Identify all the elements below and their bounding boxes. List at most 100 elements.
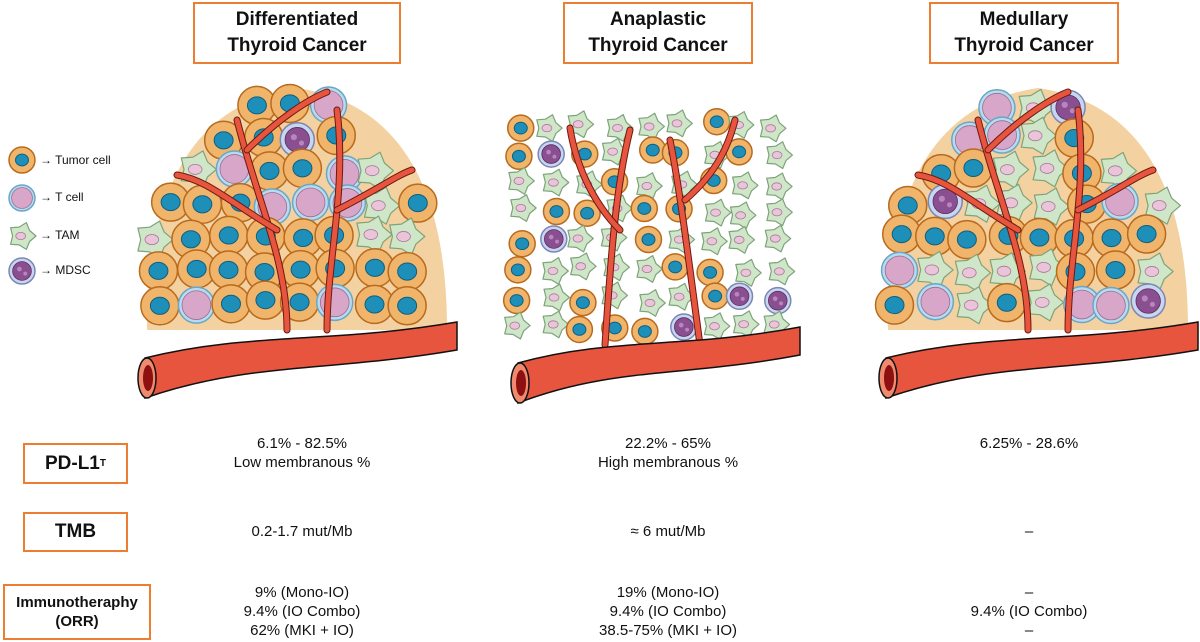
vessel-branch — [174, 172, 280, 233]
tam-cell — [668, 282, 696, 311]
pdl1-dtc-range: 6.1% - 82.5% — [256, 435, 348, 452]
vessel-branch — [1075, 167, 1156, 213]
immuno-mtc-combo: 9.4% (IO Combo) — [970, 603, 1088, 620]
mdsc-cell — [1130, 283, 1166, 319]
immuno-label-line2: (ORR) — [55, 613, 99, 630]
title-anaplastic: Anaplastic Thyroid Cancer — [563, 2, 753, 64]
t-cell — [177, 286, 216, 324]
tam-cell — [732, 310, 760, 339]
blood-vessel — [510, 326, 801, 405]
immuno-dtc-combo: 9.4% (IO Combo) — [243, 603, 361, 620]
title-atc-line1: Anaplastic — [609, 9, 707, 30]
immuno-atc-mki: 38.5-75% (MKI + IO) — [599, 622, 737, 639]
tam-cell — [543, 283, 571, 312]
tumor-cell — [208, 250, 249, 290]
tumor-cell — [987, 282, 1027, 323]
tam-cell — [636, 172, 663, 200]
tumor-cell — [661, 253, 689, 281]
pdl1-atc-note: High membranous % — [597, 454, 739, 471]
pdl1-mtc-range: 6.25% - 28.6% — [979, 435, 1079, 452]
vessel-branch — [244, 89, 330, 153]
tumor-cell — [953, 148, 994, 188]
tam-cell — [704, 198, 732, 227]
tmb-mtc: – — [879, 522, 1179, 541]
tumor-cell — [1095, 250, 1136, 290]
tam-cell — [510, 194, 537, 222]
tmb-atc: ≈ 6 mut/Mb — [518, 522, 818, 541]
immuno-dtc-mki: 62% (MKI + IO) — [250, 622, 354, 639]
legend-label-mdsc: → MDSC — [40, 263, 91, 277]
tmb-mtc-value: – — [1024, 523, 1034, 540]
tam-cell — [701, 227, 728, 256]
immuno-dtc-mono: 9% (Mono-IO) — [254, 584, 350, 601]
tumor-cell — [631, 317, 659, 346]
tumor-cell — [245, 280, 286, 320]
tumor-cell — [630, 194, 659, 223]
tam-cell — [735, 258, 762, 287]
mdsc-cell — [8, 257, 36, 285]
vessel-branch — [567, 125, 623, 233]
tam-cell — [606, 113, 634, 142]
tam-cell — [1029, 248, 1066, 287]
pdl1-atc-range: 22.2% - 65% — [625, 435, 711, 452]
tumor-cell — [211, 284, 251, 324]
tam-cell — [768, 257, 796, 286]
pdl1-dtc: 6.1% - 82.5% Low membranous % — [152, 434, 452, 472]
title-differentiated: Differentiated Thyroid Cancer — [193, 2, 401, 64]
tam-cell — [729, 201, 757, 230]
t-cell — [8, 184, 36, 212]
tam-cell — [10, 222, 37, 250]
tumor-cell — [638, 136, 667, 164]
tam-cell — [1020, 116, 1058, 155]
tumor-cell — [209, 215, 249, 256]
mdsc-cell — [279, 121, 316, 158]
tam-cell — [956, 286, 994, 325]
title-mtc-line1: Medullary — [979, 9, 1069, 30]
tam-cell — [542, 310, 570, 339]
tumor-cell — [138, 251, 179, 291]
immuno-atc-mono: 19% (Mono-IO) — [616, 584, 720, 601]
tumor-cell — [542, 197, 571, 226]
title-dtc-line1: Differentiated — [235, 9, 359, 30]
tam-cell — [389, 217, 426, 256]
tam-cell — [638, 112, 666, 141]
t-cell — [916, 282, 955, 321]
tumor-cell — [696, 258, 724, 287]
tam-cell — [731, 171, 759, 200]
title-dtc-line2: Thyroid Cancer — [227, 35, 367, 56]
tumor-cell — [279, 282, 320, 322]
tmb-atc-value: ≈ 6 mut/Mb — [630, 523, 706, 540]
tam-cell — [536, 114, 563, 142]
tumor-cell — [140, 286, 180, 326]
mdsc-cell — [670, 313, 698, 341]
t-cell — [325, 155, 364, 193]
tam-cell — [567, 224, 594, 253]
atc-tumor-illustration — [502, 107, 801, 405]
vessel-branch — [682, 117, 738, 203]
t-cell — [315, 283, 354, 322]
tumor-cell — [502, 286, 531, 315]
tumor-cell — [398, 183, 438, 223]
tam-cell — [704, 140, 731, 169]
tam-cell — [1032, 149, 1069, 188]
legend-label-tam: → TAM — [40, 228, 80, 242]
immuno-dtc: 9% (Mono-IO) 9.4% (IO Combo) 62% (MKI + … — [152, 583, 452, 640]
tam-cell — [542, 257, 569, 285]
tumor-cell — [504, 256, 532, 284]
tam-cell — [766, 198, 793, 227]
title-atc-line2: Thyroid Cancer — [588, 35, 728, 56]
pdl1-label-sup: T — [99, 458, 106, 469]
legend-label-tcell: → T cell — [40, 190, 84, 204]
mdsc-cell — [540, 225, 568, 253]
tumor-cell — [947, 219, 987, 260]
immuno-mtc: – 9.4% (IO Combo) – — [879, 583, 1179, 640]
tumor-cell — [171, 219, 211, 260]
tam-cell — [567, 110, 595, 139]
t-cell — [880, 251, 919, 290]
tumor-cell — [1054, 118, 1095, 158]
tumor-cell — [1019, 217, 1060, 258]
title-medullary: Medullary Thyroid Cancer — [929, 2, 1119, 64]
tumor-cell — [701, 282, 729, 310]
tam-cell — [1033, 187, 1071, 226]
